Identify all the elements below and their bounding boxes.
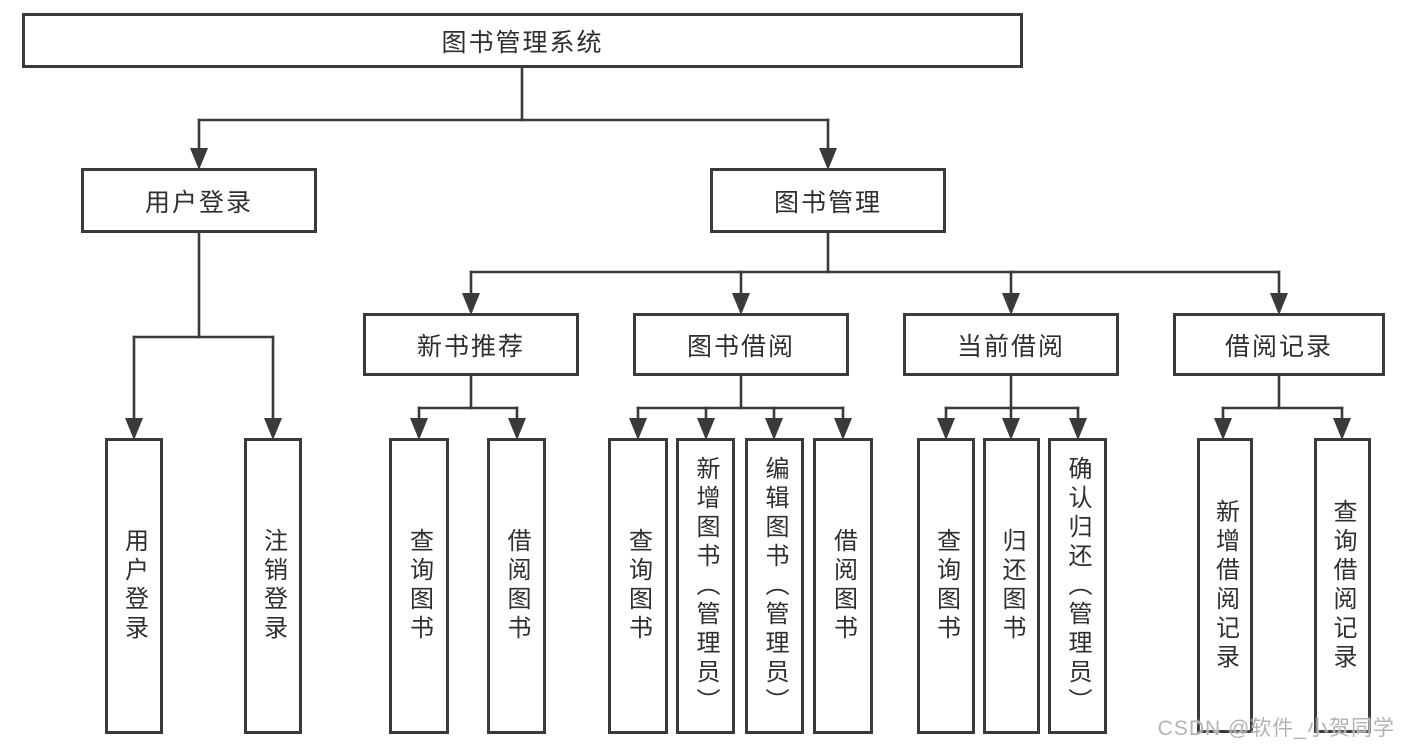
node-label: 借阅记录 xyxy=(1224,332,1333,361)
node-user-login: 用户登录 xyxy=(105,438,163,734)
node-label: 借阅图书 xyxy=(503,528,530,644)
node-label: 注销登录 xyxy=(259,528,287,644)
node-br-query-record: 查询借阅记录 xyxy=(1314,438,1371,733)
node-bb-query-book: 查询图书 xyxy=(608,438,668,734)
node-label: 用户登录 xyxy=(144,188,253,217)
node-cb-return-book: 归还图书 xyxy=(983,438,1040,734)
node-book-borrow: 图书借阅 xyxy=(633,313,849,376)
node-label: 归还图书 xyxy=(998,528,1025,644)
node-logout: 注销登录 xyxy=(244,438,302,734)
node-label: 查询图书 xyxy=(932,528,960,644)
node-borrow-records: 借阅记录 xyxy=(1173,313,1385,376)
node-label: 编辑图书（管理员） xyxy=(761,455,788,717)
node-bb-edit-book: 编辑图书（管理员） xyxy=(745,438,804,734)
node-cb-confirm-return: 确认归还（管理员） xyxy=(1048,438,1107,734)
node-label: 查询图书 xyxy=(624,528,652,644)
csdn-watermark: CSDN @软件_小贺同学 xyxy=(1157,717,1395,740)
node-book-management-system: 图书管理系统 xyxy=(22,13,1023,68)
node-label: 查询图书 xyxy=(405,528,433,644)
node-label: 确认归还（管理员） xyxy=(1064,455,1091,717)
node-label: 当前借阅 xyxy=(956,332,1065,361)
node-label: 图书借阅 xyxy=(686,332,795,361)
node-label: 图书管理系统 xyxy=(441,28,604,57)
node-bb-borrow-book: 借阅图书 xyxy=(813,438,873,734)
node-label: 新书推荐 xyxy=(416,332,525,361)
node-bb-add-book: 新增图书（管理员） xyxy=(676,438,735,734)
node-nb-query-book: 查询图书 xyxy=(389,438,449,734)
node-cb-query-book: 查询图书 xyxy=(917,438,975,734)
node-nb-borrow-book: 借阅图书 xyxy=(487,438,546,734)
node-new-book-recommend: 新书推荐 xyxy=(363,313,579,376)
node-label: 查询借阅记录 xyxy=(1329,498,1356,673)
node-current-borrow: 当前借阅 xyxy=(903,313,1119,376)
node-label: 用户登录 xyxy=(120,528,148,644)
node-book-management-menu: 图书管理 xyxy=(710,168,946,233)
node-label: 新增借阅记录 xyxy=(1211,498,1239,673)
node-label: 图书管理 xyxy=(773,188,882,217)
node-br-add-record: 新增借阅记录 xyxy=(1197,438,1253,733)
node-label: 新增图书（管理员） xyxy=(692,455,719,717)
node-user-login-menu: 用户登录 xyxy=(81,168,317,233)
node-label: 借阅图书 xyxy=(829,528,857,644)
